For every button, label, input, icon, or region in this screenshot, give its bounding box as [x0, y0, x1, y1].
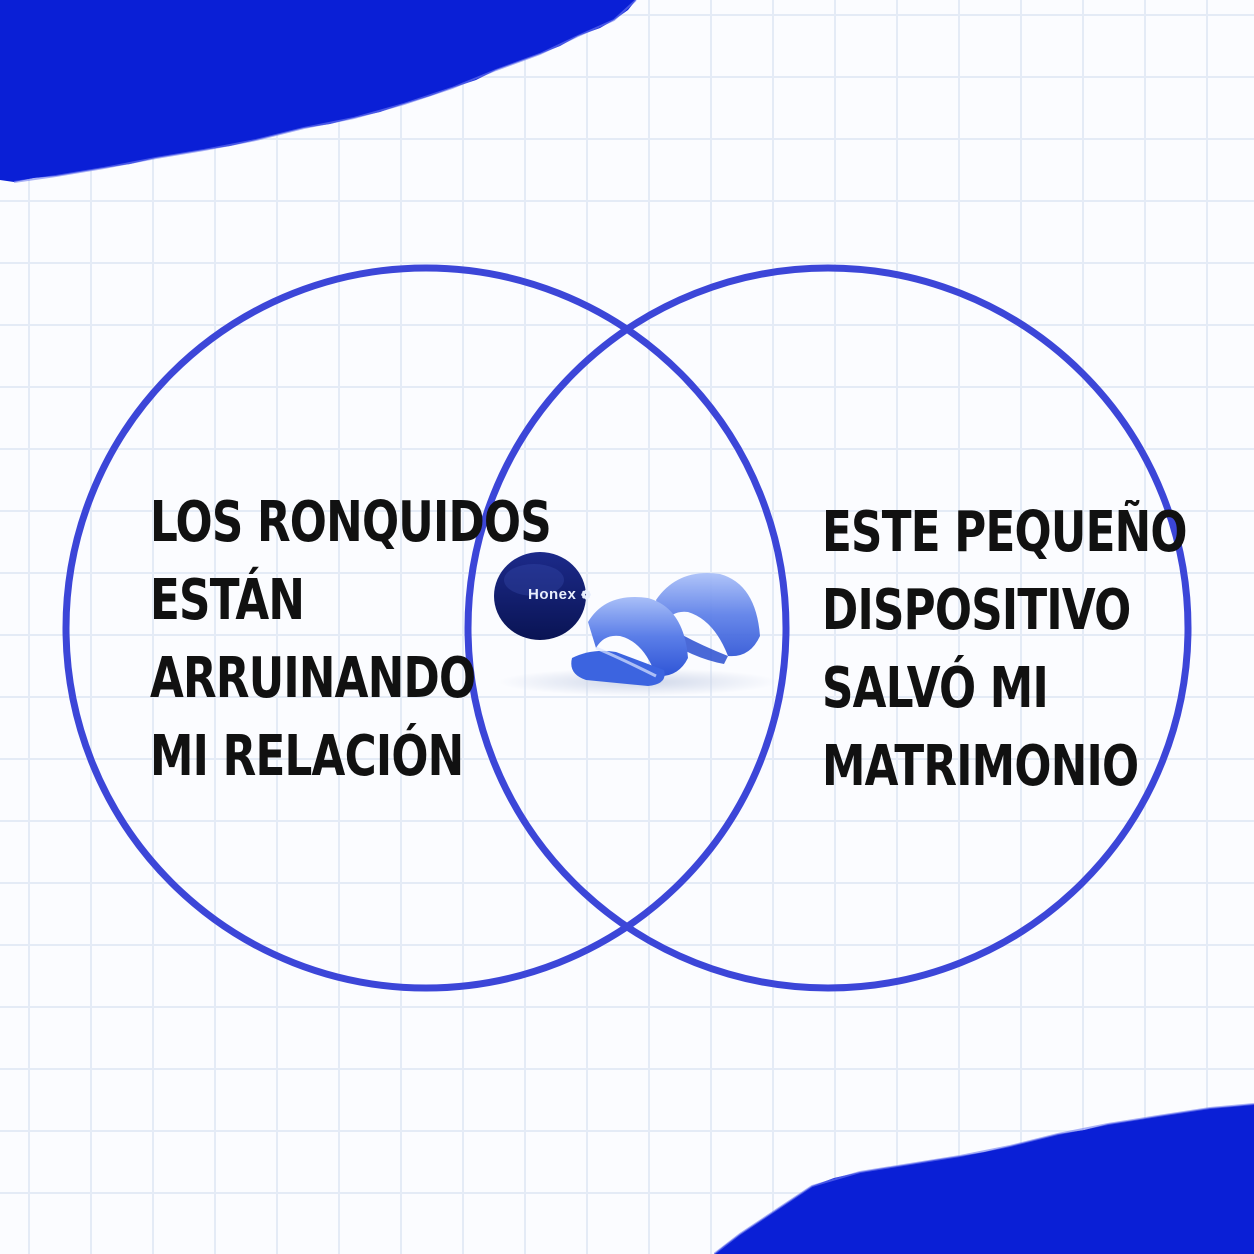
right-line-2: DISPOSITIVO: [822, 578, 1131, 643]
left-line-4: MI RELACIÓN: [150, 724, 464, 789]
right-line-4: MATRIMONIO: [822, 734, 1139, 799]
left-line-3: ARRUINANDO: [150, 646, 476, 711]
product-image: Honex ❁: [488, 540, 778, 700]
right-circle-text: ESTE PEQUEÑO DISPOSITIVO SALVÓ MI MATRIM…: [822, 494, 1188, 806]
brand-logo: Honex ❁: [528, 586, 592, 603]
left-line-1: LOS RONQUIDOS: [150, 490, 552, 555]
right-line-1: ESTE PEQUEÑO: [822, 500, 1188, 565]
venn-circle-left: [62, 264, 790, 992]
mouthguard-illustration: [494, 552, 778, 696]
torn-paper-top-left: [0, 0, 637, 183]
case-shape: [494, 552, 586, 640]
left-line-2: ESTÁN: [150, 568, 305, 633]
honex-logo-icon: ❁: [581, 588, 592, 602]
right-line-3: SALVÓ MI: [822, 656, 1049, 721]
brand-name: Honex: [528, 586, 577, 603]
venn-circle-right: [464, 264, 1192, 992]
left-circle-text: LOS RONQUIDOS ESTÁN ARRUINANDO MI RELACI…: [150, 484, 552, 796]
torn-paper-bottom-right: [714, 1103, 1254, 1254]
